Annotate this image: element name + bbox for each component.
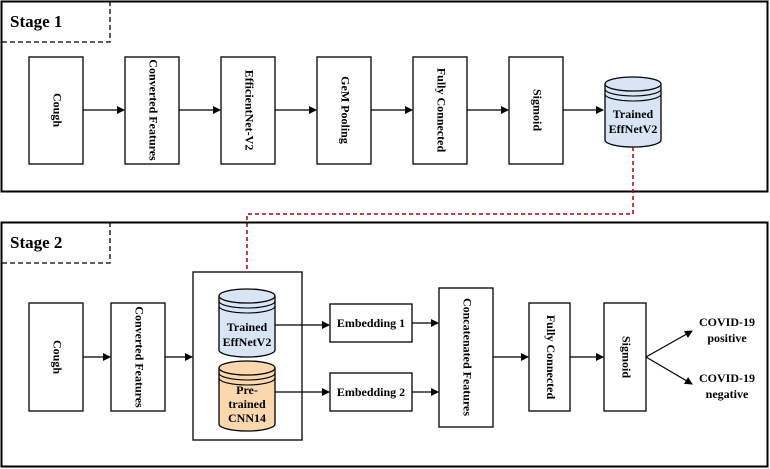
s2-label-fully-connected: Fully Connected — [544, 315, 558, 400]
s1-label-converted-features: Converted Features — [146, 59, 160, 161]
s2-arrow-positive — [645, 330, 693, 358]
s2-db2-label-line1: Pre- — [236, 383, 258, 397]
s1-db-label-line2: EffNetV2 — [609, 122, 658, 136]
s1-box-converted-features: Converted Features — [124, 56, 180, 165]
s1-db-label-line1: Trained — [613, 107, 654, 121]
s2-output-negative-line2: negative — [706, 387, 749, 401]
s1-box-cough: Cough — [28, 56, 84, 165]
s2-output-positive-line2: positive — [707, 331, 747, 345]
s1-label-fully-connected: Fully Connected — [434, 68, 448, 153]
stage-1-panel: Stage 1 Cough Converted Features Efficie… — [0, 0, 769, 193]
s2-box-concatenated-features: Concatenated Features — [438, 287, 494, 428]
s1-label-efficientnet: EfficientNet-V2 — [242, 70, 256, 151]
s2-label-cough: Cough — [50, 340, 64, 374]
stage-1-title: Stage 1 — [10, 12, 62, 31]
s1-box-gem-pooling: GeM Pooling — [316, 56, 372, 165]
s2-label-embedding-2: Embedding 2 — [337, 385, 405, 399]
s1-db-trained-effnetv2: Trained EffNetV2 — [604, 76, 662, 148]
s2-label-embedding-1: Embedding 1 — [337, 316, 405, 330]
s2-arrow-negative — [645, 356, 693, 385]
s1-box-fully-connected: Fully Connected — [412, 56, 468, 165]
s2-db2-label-line2: trained — [228, 397, 266, 411]
s2-db-trained-effnetv2: Trained EffNetV2 — [218, 288, 276, 358]
stage-2-tab — [2, 223, 111, 264]
stage-1-tab — [2, 2, 111, 43]
s2-output-negative-line1: COVID-19 — [699, 371, 755, 385]
s2-label-concatenated-features: Concatenated Features — [460, 298, 474, 416]
s2-db2-label-line3: CNN14 — [228, 411, 266, 425]
stage-1-border — [0, 0, 769, 193]
s2-label-converted-features: Converted Features — [132, 306, 146, 408]
s2-db1-label-line2: EffNetV2 — [223, 335, 272, 349]
transfer-link-arrow — [243, 147, 634, 290]
s1-label-gem-pooling: GeM Pooling — [338, 76, 352, 144]
s2-db1-label-line1: Trained — [227, 320, 268, 334]
s2-output-positive-line1: COVID-19 — [699, 315, 755, 329]
s2-box-embedding-1: Embedding 1 — [329, 303, 413, 343]
s2-box-sigmoid: Sigmoid — [603, 302, 647, 412]
stage-2-border — [0, 221, 769, 468]
stage-2-panel: Stage 2 Cough Converted Features Trained… — [0, 221, 769, 468]
s1-label-cough: Cough — [50, 93, 64, 127]
s2-box-converted-features: Converted Features — [110, 302, 166, 412]
s2-box-embedding-2: Embedding 2 — [329, 372, 413, 412]
s2-db-pretrained-cnn14: Pre- trained CNN14 — [218, 360, 276, 432]
s1-box-efficientnet: EfficientNet-V2 — [220, 56, 276, 165]
s2-label-sigmoid: Sigmoid — [619, 336, 633, 378]
s1-box-sigmoid: Sigmoid — [508, 56, 564, 165]
s2-box-cough: Cough — [28, 302, 84, 412]
stage-2-title: Stage 2 — [10, 233, 62, 252]
s1-label-sigmoid: Sigmoid — [530, 89, 544, 131]
s2-box-fully-connected: Fully Connected — [528, 302, 571, 412]
